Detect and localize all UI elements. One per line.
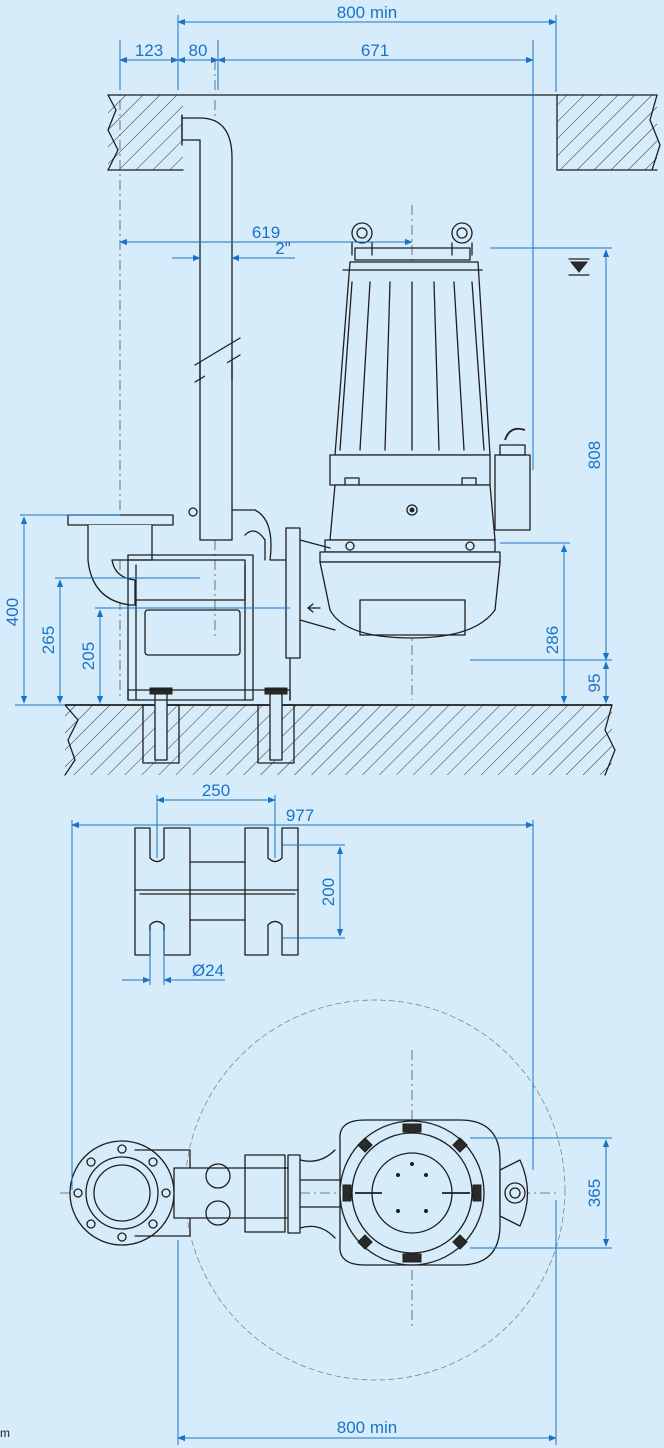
dim-619: 619 [252,223,280,242]
plan-base [134,1149,341,1239]
dim-123: 123 [135,41,163,60]
dim-400: 400 [3,598,22,626]
dim-205: 205 [79,642,98,670]
dim-200: 200 [319,878,338,906]
discharge-pipe [181,114,241,541]
floor [64,704,616,776]
dim-265: 265 [39,626,58,654]
anchor-bolts [142,687,295,764]
unit-note-fragment: m [0,1426,10,1440]
dim-977: 977 [286,806,314,825]
dim-95: 95 [585,674,604,693]
ceiling-right [556,94,661,171]
dim-800-min-top: 800 min [337,3,397,22]
base-plate-view: 250 200 Ø24 [122,781,345,985]
elevation-view: 800 min 123 80 671 619 2" 808 95 286 400… [3,3,661,776]
elevation-dimensions [15,15,612,706]
dim-800-min-bottom: 800 min [337,1418,397,1437]
plan-pump-top [339,1119,529,1266]
duckfoot-bend [67,507,291,701]
plan-discharge-flange [69,1140,175,1246]
dim-365: 365 [585,1179,604,1207]
pump-motor [285,222,531,659]
plan-view: 977 365 800 min [60,806,612,1445]
dim-80: 80 [189,41,208,60]
water-level-marker [568,258,590,276]
dim-pipe-size: 2" [275,239,291,258]
ceiling-left [107,94,184,171]
dim-808: 808 [585,441,604,469]
dim-bolt-hole: Ø24 [192,961,224,980]
dim-671: 671 [361,41,389,60]
dim-286: 286 [543,626,562,654]
dim-250: 250 [202,781,230,800]
